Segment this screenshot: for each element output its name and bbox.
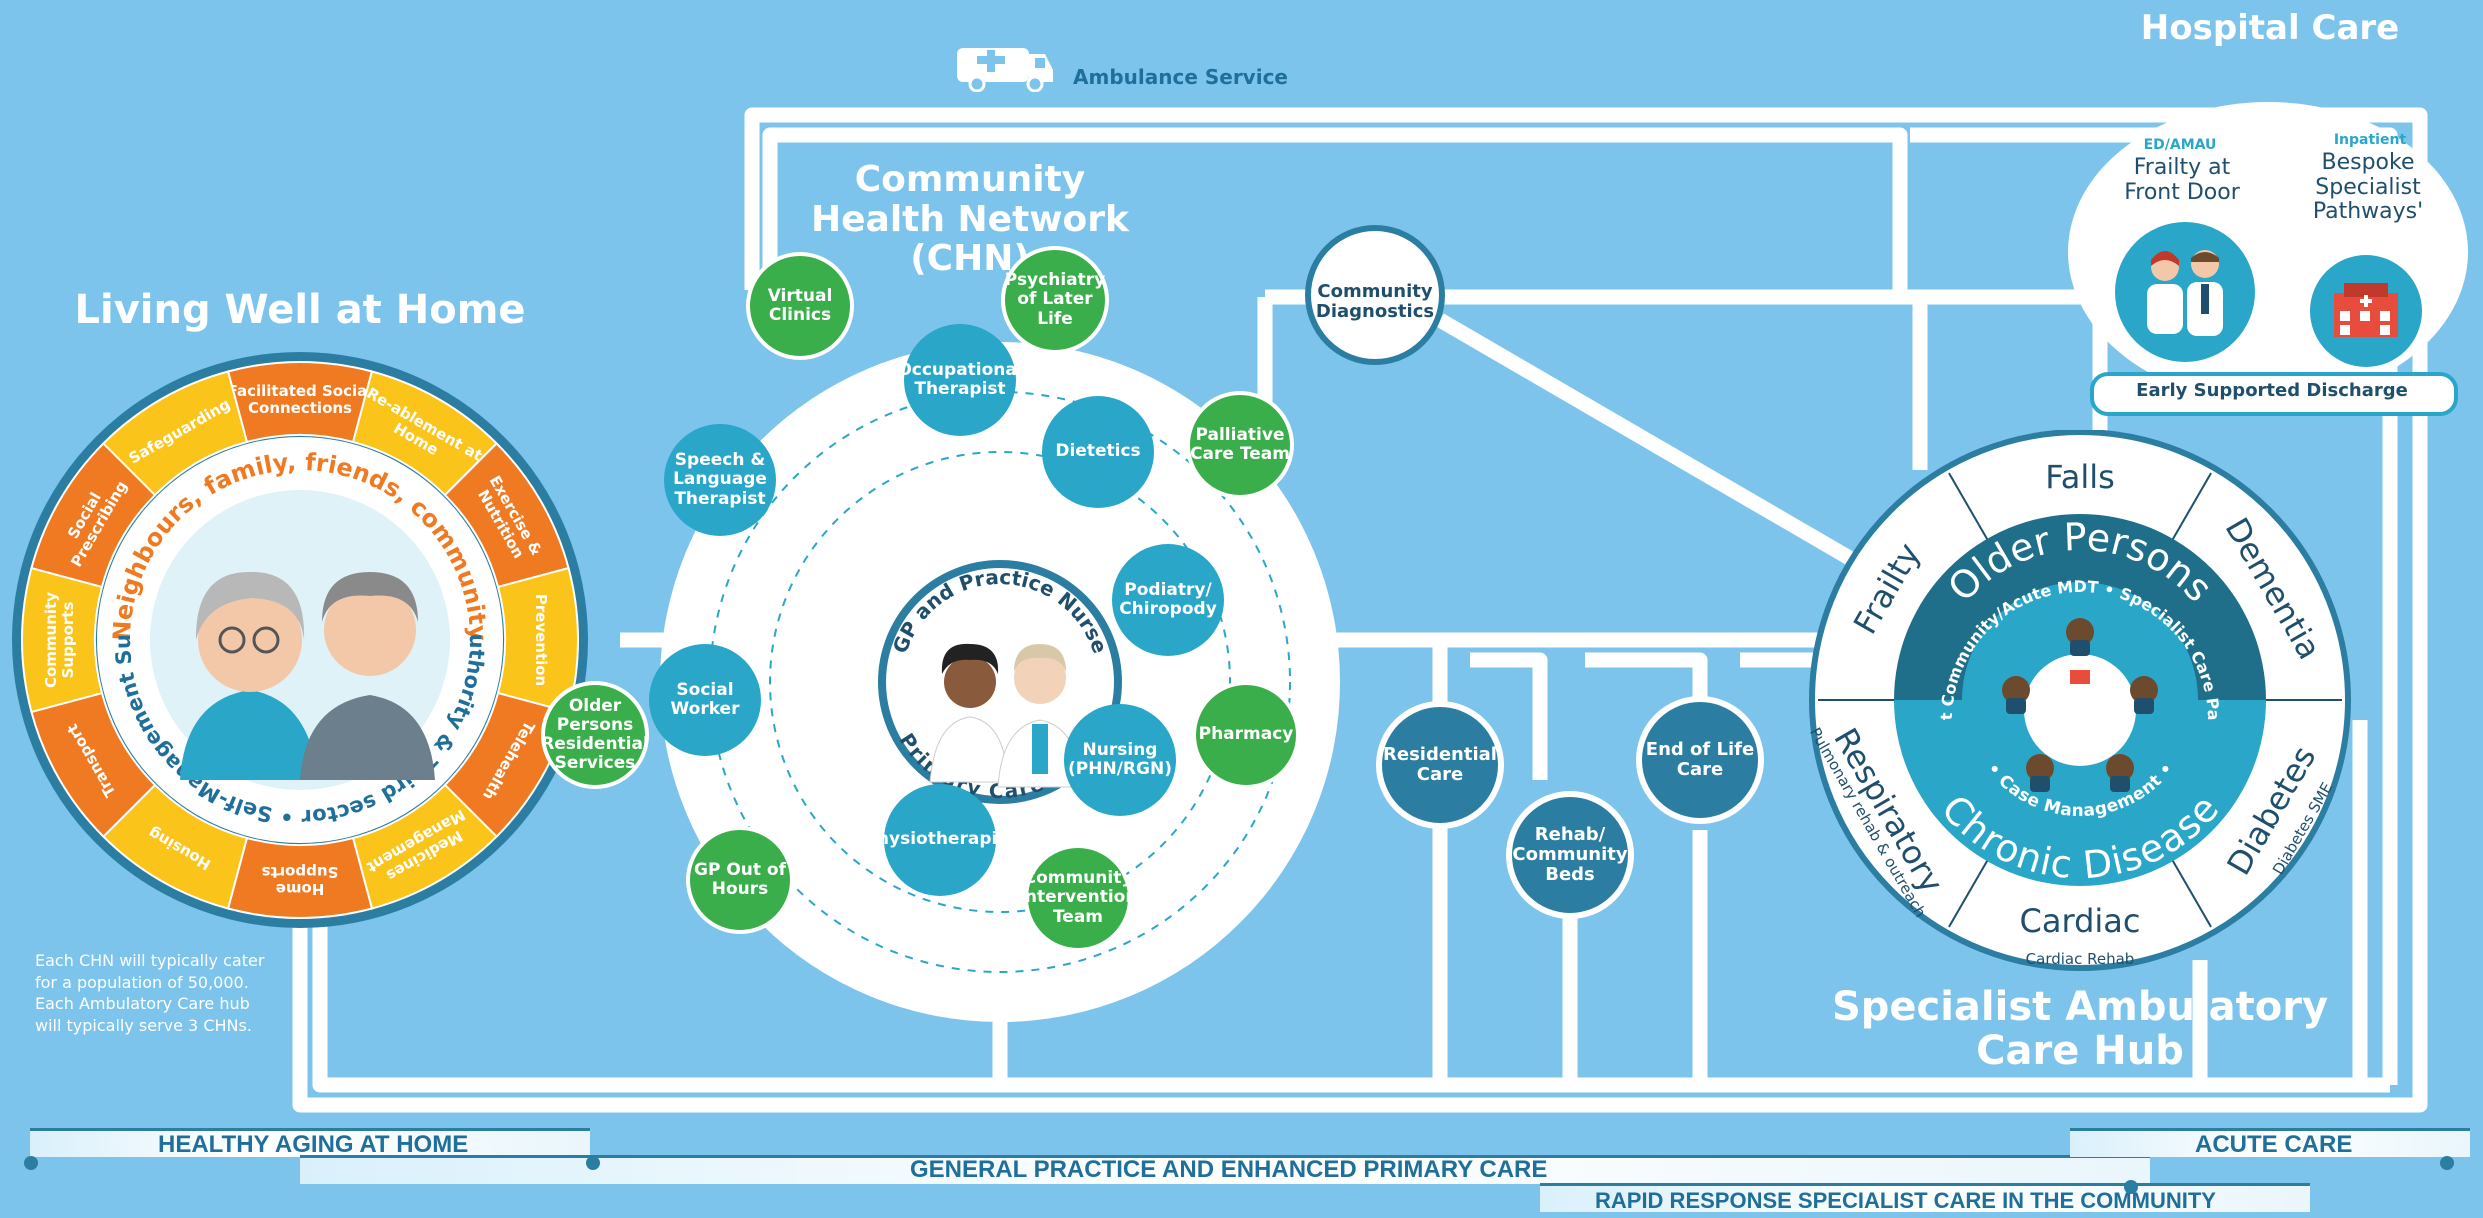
node-label: Community Intervention Team bbox=[1018, 868, 1138, 927]
diagnostics-node bbox=[1305, 225, 1445, 365]
chn-outer-node: Palliative Care Team bbox=[1186, 391, 1294, 499]
node-label: Nursing (PHN/RGN) bbox=[1068, 739, 1172, 779]
chn-inner-node: Speech & Language Therapist bbox=[664, 424, 776, 536]
hub-wheel: FallsDementiaDiabetesCardiacRespiratoryF… bbox=[1800, 430, 2351, 971]
diagnostics-label: Community Diagnostics bbox=[1315, 281, 1435, 323]
chn-outer-node: Virtual Clinics bbox=[746, 252, 854, 360]
population-note: Each CHN will typically cater for a popu… bbox=[35, 951, 265, 1035]
chn-outer-node: Psychiatry of Later Life bbox=[1001, 246, 1109, 354]
band-rapid-label: RAPID RESPONSE SPECIALIST CARE IN THE CO… bbox=[1595, 1188, 2216, 1213]
node-label: Older Persons Residential Services bbox=[541, 695, 649, 774]
bespoke-pathways-label: Bespoke Specialist Pathways' bbox=[2312, 150, 2424, 225]
ring-label: CommunitySupports bbox=[42, 592, 77, 688]
node-label: Physiotherapist bbox=[864, 829, 1016, 850]
band-general-label: GENERAL PRACTICE AND ENHANCED PRIMARY CA… bbox=[910, 1156, 1548, 1183]
road-outer-loop bbox=[292, 107, 2428, 1113]
node-label: Podiatry/ Chiropody bbox=[1119, 579, 1217, 619]
band-acute-label: ACUTE CARE bbox=[2195, 1131, 2353, 1158]
chn-outer-node: Older Persons Residential Services bbox=[541, 681, 649, 789]
node-label: Pharmacy bbox=[1198, 724, 1294, 745]
chn-inner-node: Social Worker bbox=[649, 644, 761, 756]
inpatient-small-label: Inpatient bbox=[2333, 132, 2407, 148]
chn-inner-node: Nursing (PHN/RGN) bbox=[1064, 704, 1176, 816]
hospital-title: Hospital Care bbox=[2140, 8, 2400, 48]
chn-outer-node: Community Intervention Team bbox=[1019, 844, 1137, 952]
band-healthy bbox=[30, 1128, 590, 1157]
living-title: Living Well at Home bbox=[74, 287, 526, 333]
node-label: Virtual Clinics bbox=[767, 285, 833, 325]
frailty-front-door-label: Frailty at Front Door bbox=[2124, 155, 2240, 205]
band-acute bbox=[2070, 1128, 2470, 1157]
band-healthy-label: HEALTHY AGING AT HOME bbox=[158, 1131, 469, 1158]
band-dot bbox=[586, 1156, 600, 1170]
node-label: Residential Care bbox=[1383, 743, 1497, 785]
ambulance-icon bbox=[955, 40, 1055, 93]
node-label: Social Worker bbox=[670, 679, 740, 719]
band-rapid bbox=[1540, 1183, 2310, 1212]
community-bed-node: Rehab/ Community Beds bbox=[1506, 791, 1634, 919]
node-label: End of Life Care bbox=[1645, 738, 1755, 780]
chn-outer-node: GP Out of Hours bbox=[686, 826, 794, 934]
node-label: GP Out of Hours bbox=[693, 859, 786, 899]
band-dot bbox=[24, 1156, 38, 1170]
ambulance-label: Ambulance Service bbox=[1073, 65, 1288, 89]
node-label: Palliative Care Team bbox=[1190, 424, 1290, 464]
hospital-building-icon bbox=[2310, 255, 2422, 367]
chn-wheel: GP and Practice NursePrimary Care Team bbox=[660, 342, 1340, 1022]
ring-label: Prevention bbox=[532, 594, 550, 687]
mdt-meeting-icon bbox=[2002, 618, 2158, 792]
node-label: Psychiatry of Later Life bbox=[1004, 270, 1106, 329]
doctors-icon bbox=[2115, 222, 2255, 362]
gp-nurse-icon bbox=[929, 643, 1083, 788]
node-label: Rehab/ Community Beds bbox=[1512, 823, 1628, 886]
chn-inner-node: Dietetics bbox=[1042, 396, 1154, 508]
esd-label: Early Supported Discharge bbox=[2136, 380, 2408, 401]
ring-segment bbox=[102, 370, 249, 497]
esd-pill bbox=[2090, 372, 2458, 416]
community-bed-node: Residential Care bbox=[1376, 701, 1504, 829]
hub-sub-label: Cardiac Rehab bbox=[2026, 950, 2135, 968]
chn-inner-node: Podiatry/ Chiropody bbox=[1112, 544, 1224, 656]
node-label: Dietetics bbox=[1055, 441, 1141, 462]
band-dot bbox=[2440, 1156, 2454, 1170]
chn-outer-node: Pharmacy bbox=[1192, 681, 1300, 789]
community-bed-node: End of Life Care bbox=[1636, 696, 1764, 824]
hub-title: Specialist Ambulatory Care Hub bbox=[1831, 984, 2329, 1074]
chn-inner-node: Physiotherapist bbox=[864, 784, 1016, 896]
elderly-couple-icon bbox=[180, 571, 435, 780]
band-dot bbox=[2124, 1180, 2138, 1194]
band-general bbox=[300, 1155, 2150, 1184]
node-label: Speech & Language Therapist bbox=[673, 450, 767, 509]
node-label: Occupational Therapist bbox=[897, 359, 1023, 399]
ring-label: HomeSupports bbox=[262, 863, 339, 898]
hub-segment-label: Cardiac bbox=[2020, 902, 2141, 940]
chn-inner-node: Occupational Therapist bbox=[897, 324, 1023, 436]
hub-segment-label: Falls bbox=[2045, 458, 2115, 496]
frailty-small-label: ED/AMAU bbox=[2143, 137, 2217, 153]
